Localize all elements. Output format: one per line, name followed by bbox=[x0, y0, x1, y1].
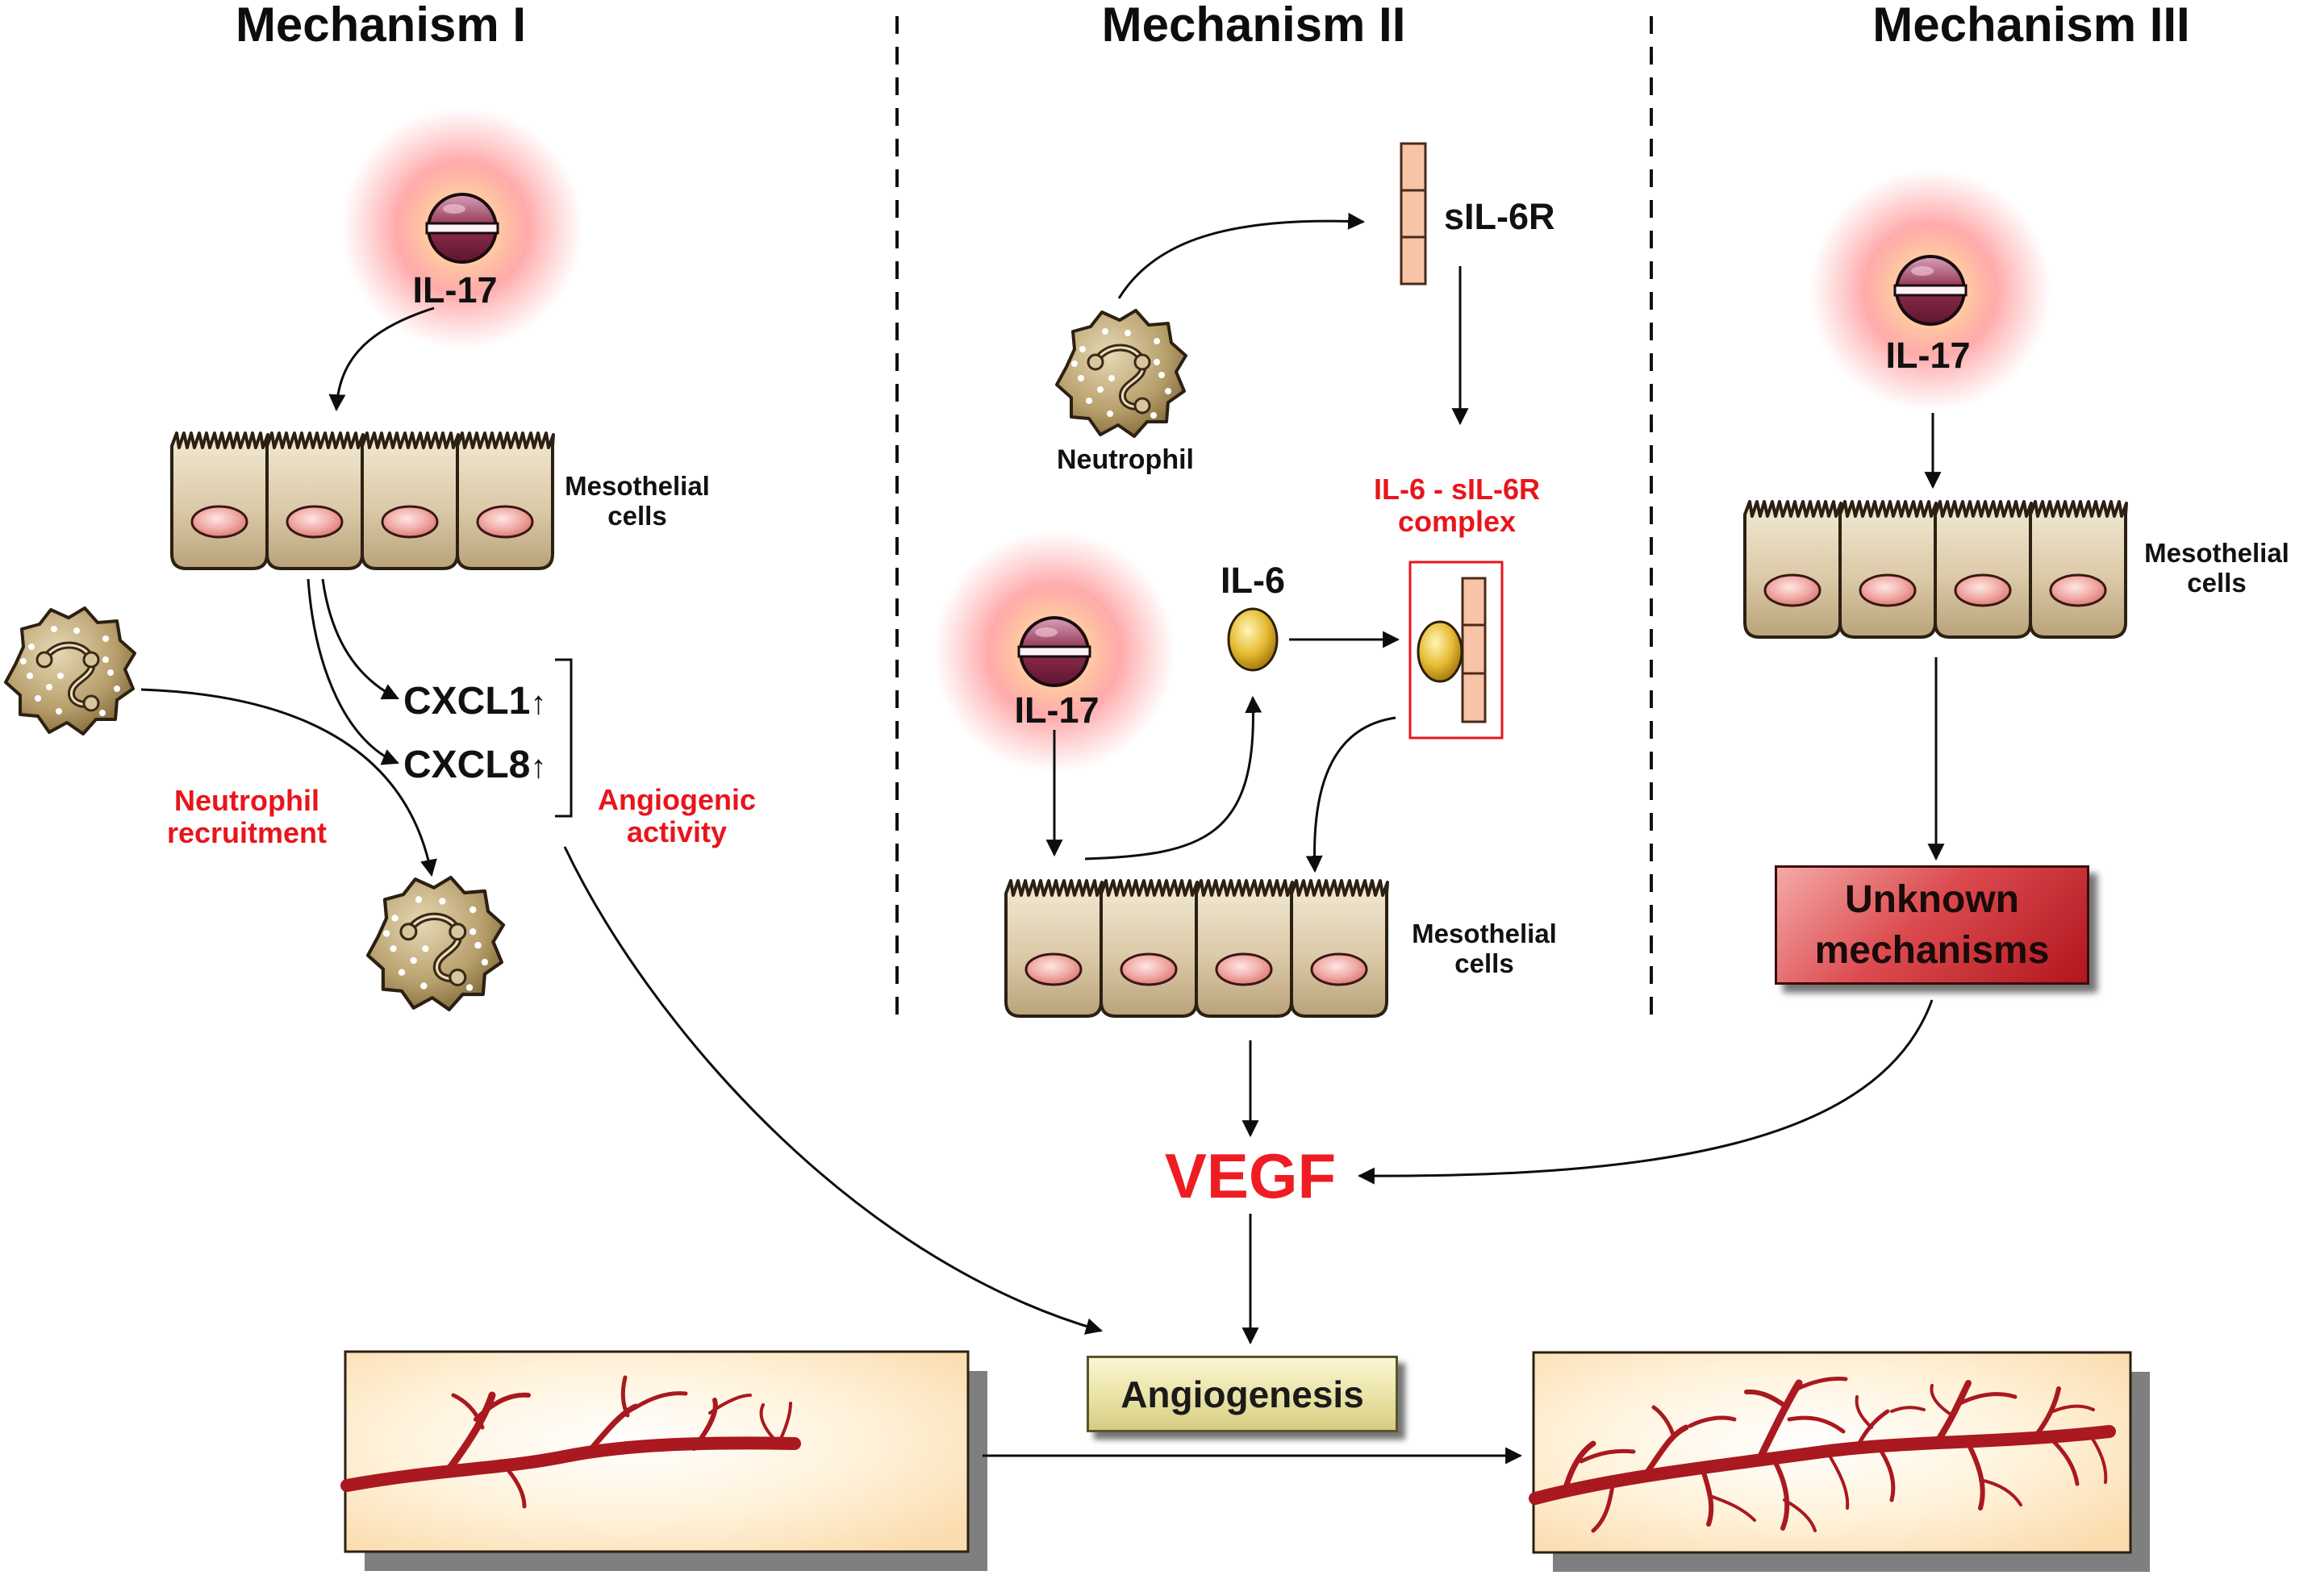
mesothelial-cell-icon bbox=[265, 431, 365, 570]
arrow-unknown-to-vegf bbox=[1357, 999, 1934, 1185]
mesothelial-cell-icon bbox=[1004, 879, 1104, 1018]
complex-receptor-icon bbox=[1461, 577, 1487, 723]
il6-molecule-icon bbox=[1227, 607, 1279, 672]
arrow-neutrophil-to-sil6r bbox=[1117, 212, 1366, 299]
arrow-cells-to-cxcl1 bbox=[321, 578, 399, 700]
arrow-complex-to-cells bbox=[1305, 716, 1396, 873]
mesothelial-cell-icon bbox=[1934, 500, 2033, 639]
neutrophil-recruitment-label: Neutrophil recruitment bbox=[166, 784, 328, 850]
vessel-panel-after bbox=[1529, 1351, 2150, 1572]
mesothelial-cell-icon bbox=[456, 431, 555, 570]
arrow-cells-to-cxcl8 bbox=[307, 578, 399, 765]
mesothelial-cell-icon bbox=[361, 431, 460, 570]
mesothelial-cell-icon bbox=[170, 431, 269, 570]
up-arrow-icon: ↑ bbox=[530, 685, 547, 721]
arrow-neutrophil-recruitment bbox=[140, 688, 437, 877]
mesothelial-cells-3 bbox=[1743, 500, 2128, 639]
neutrophil-icon bbox=[6, 608, 135, 734]
neutrophil-icon bbox=[1057, 310, 1186, 436]
angiogenic-activity-label: Angiogenic activity bbox=[598, 783, 756, 849]
unknown-mechanisms-box: Unknown mechanisms bbox=[1775, 865, 2089, 985]
il17-cytokine-icon bbox=[1017, 616, 1091, 687]
header-mechanism-2: Mechanism II bbox=[1101, 0, 1406, 52]
neutrophil-icon bbox=[368, 877, 503, 1010]
header-mechanism-3: Mechanism III bbox=[1872, 0, 2190, 52]
cxcl8-label: CXCL8↑ bbox=[403, 744, 546, 787]
il17-label-2: IL-17 bbox=[1014, 690, 1100, 731]
vegf-label: VEGF bbox=[1164, 1140, 1337, 1211]
arrow-il17-to-cells-1 bbox=[328, 306, 435, 412]
neutrophil-label: Neutrophil bbox=[1057, 444, 1194, 475]
il17-cytokine-icon bbox=[425, 193, 499, 264]
il17-label-1: IL-17 bbox=[412, 269, 498, 310]
mesothelial-cells-2 bbox=[1004, 879, 1389, 1018]
cxcl8-text: CXCL8 bbox=[403, 744, 531, 786]
unknown-mechanisms-label: Unknown mechanisms bbox=[1814, 877, 2050, 972]
mesothelial-cell-icon bbox=[2029, 500, 2128, 639]
vessel-panel-before bbox=[340, 1350, 987, 1571]
arrow-cells-to-il6 bbox=[1084, 695, 1262, 861]
il17-cytokine-icon bbox=[1893, 255, 1968, 326]
angiogenesis-box: Angiogenesis bbox=[1087, 1356, 1398, 1432]
complex-label: IL-6 - sIL-6R complex bbox=[1373, 473, 1541, 539]
mesothelial-cell-icon bbox=[1100, 879, 1199, 1018]
arrow-angiogenic-to-angiogenesis bbox=[563, 846, 1104, 1335]
mesothelial-cells-label-2: Mesothelial cells bbox=[1412, 919, 1557, 978]
angiogenesis-label: Angiogenesis bbox=[1120, 1373, 1364, 1415]
complex-box bbox=[1408, 560, 1504, 740]
mesothelial-cells-label-3: Mesothelial cells bbox=[2144, 538, 2289, 598]
sil6r-label: sIL-6R bbox=[1444, 196, 1555, 237]
mesothelial-cell-icon bbox=[1838, 500, 1938, 639]
il17-label-3: IL-17 bbox=[1885, 335, 1971, 376]
mesothelial-cell-icon bbox=[1743, 500, 1842, 639]
mesothelial-cells-1 bbox=[170, 431, 555, 570]
blood-vessel-icon bbox=[340, 1375, 801, 1509]
blood-vessel-icon bbox=[1529, 1377, 2116, 1533]
mesothelial-cell-icon bbox=[1290, 879, 1389, 1018]
header-mechanism-1: Mechanism I bbox=[235, 0, 527, 52]
cxcl1-label: CXCL1↑ bbox=[403, 680, 546, 723]
bracket-cxcl bbox=[555, 658, 573, 818]
sil6r-receptor-icon bbox=[1400, 142, 1427, 285]
mesothelial-cells-label-1: Mesothelial cells bbox=[565, 471, 710, 531]
cxcl1-text: CXCL1 bbox=[403, 680, 531, 723]
il6-label: IL-6 bbox=[1220, 560, 1286, 601]
mesothelial-cell-icon bbox=[1195, 879, 1294, 1018]
il6-molecule-icon bbox=[1417, 620, 1463, 683]
up-arrow-icon: ↑ bbox=[530, 749, 547, 785]
